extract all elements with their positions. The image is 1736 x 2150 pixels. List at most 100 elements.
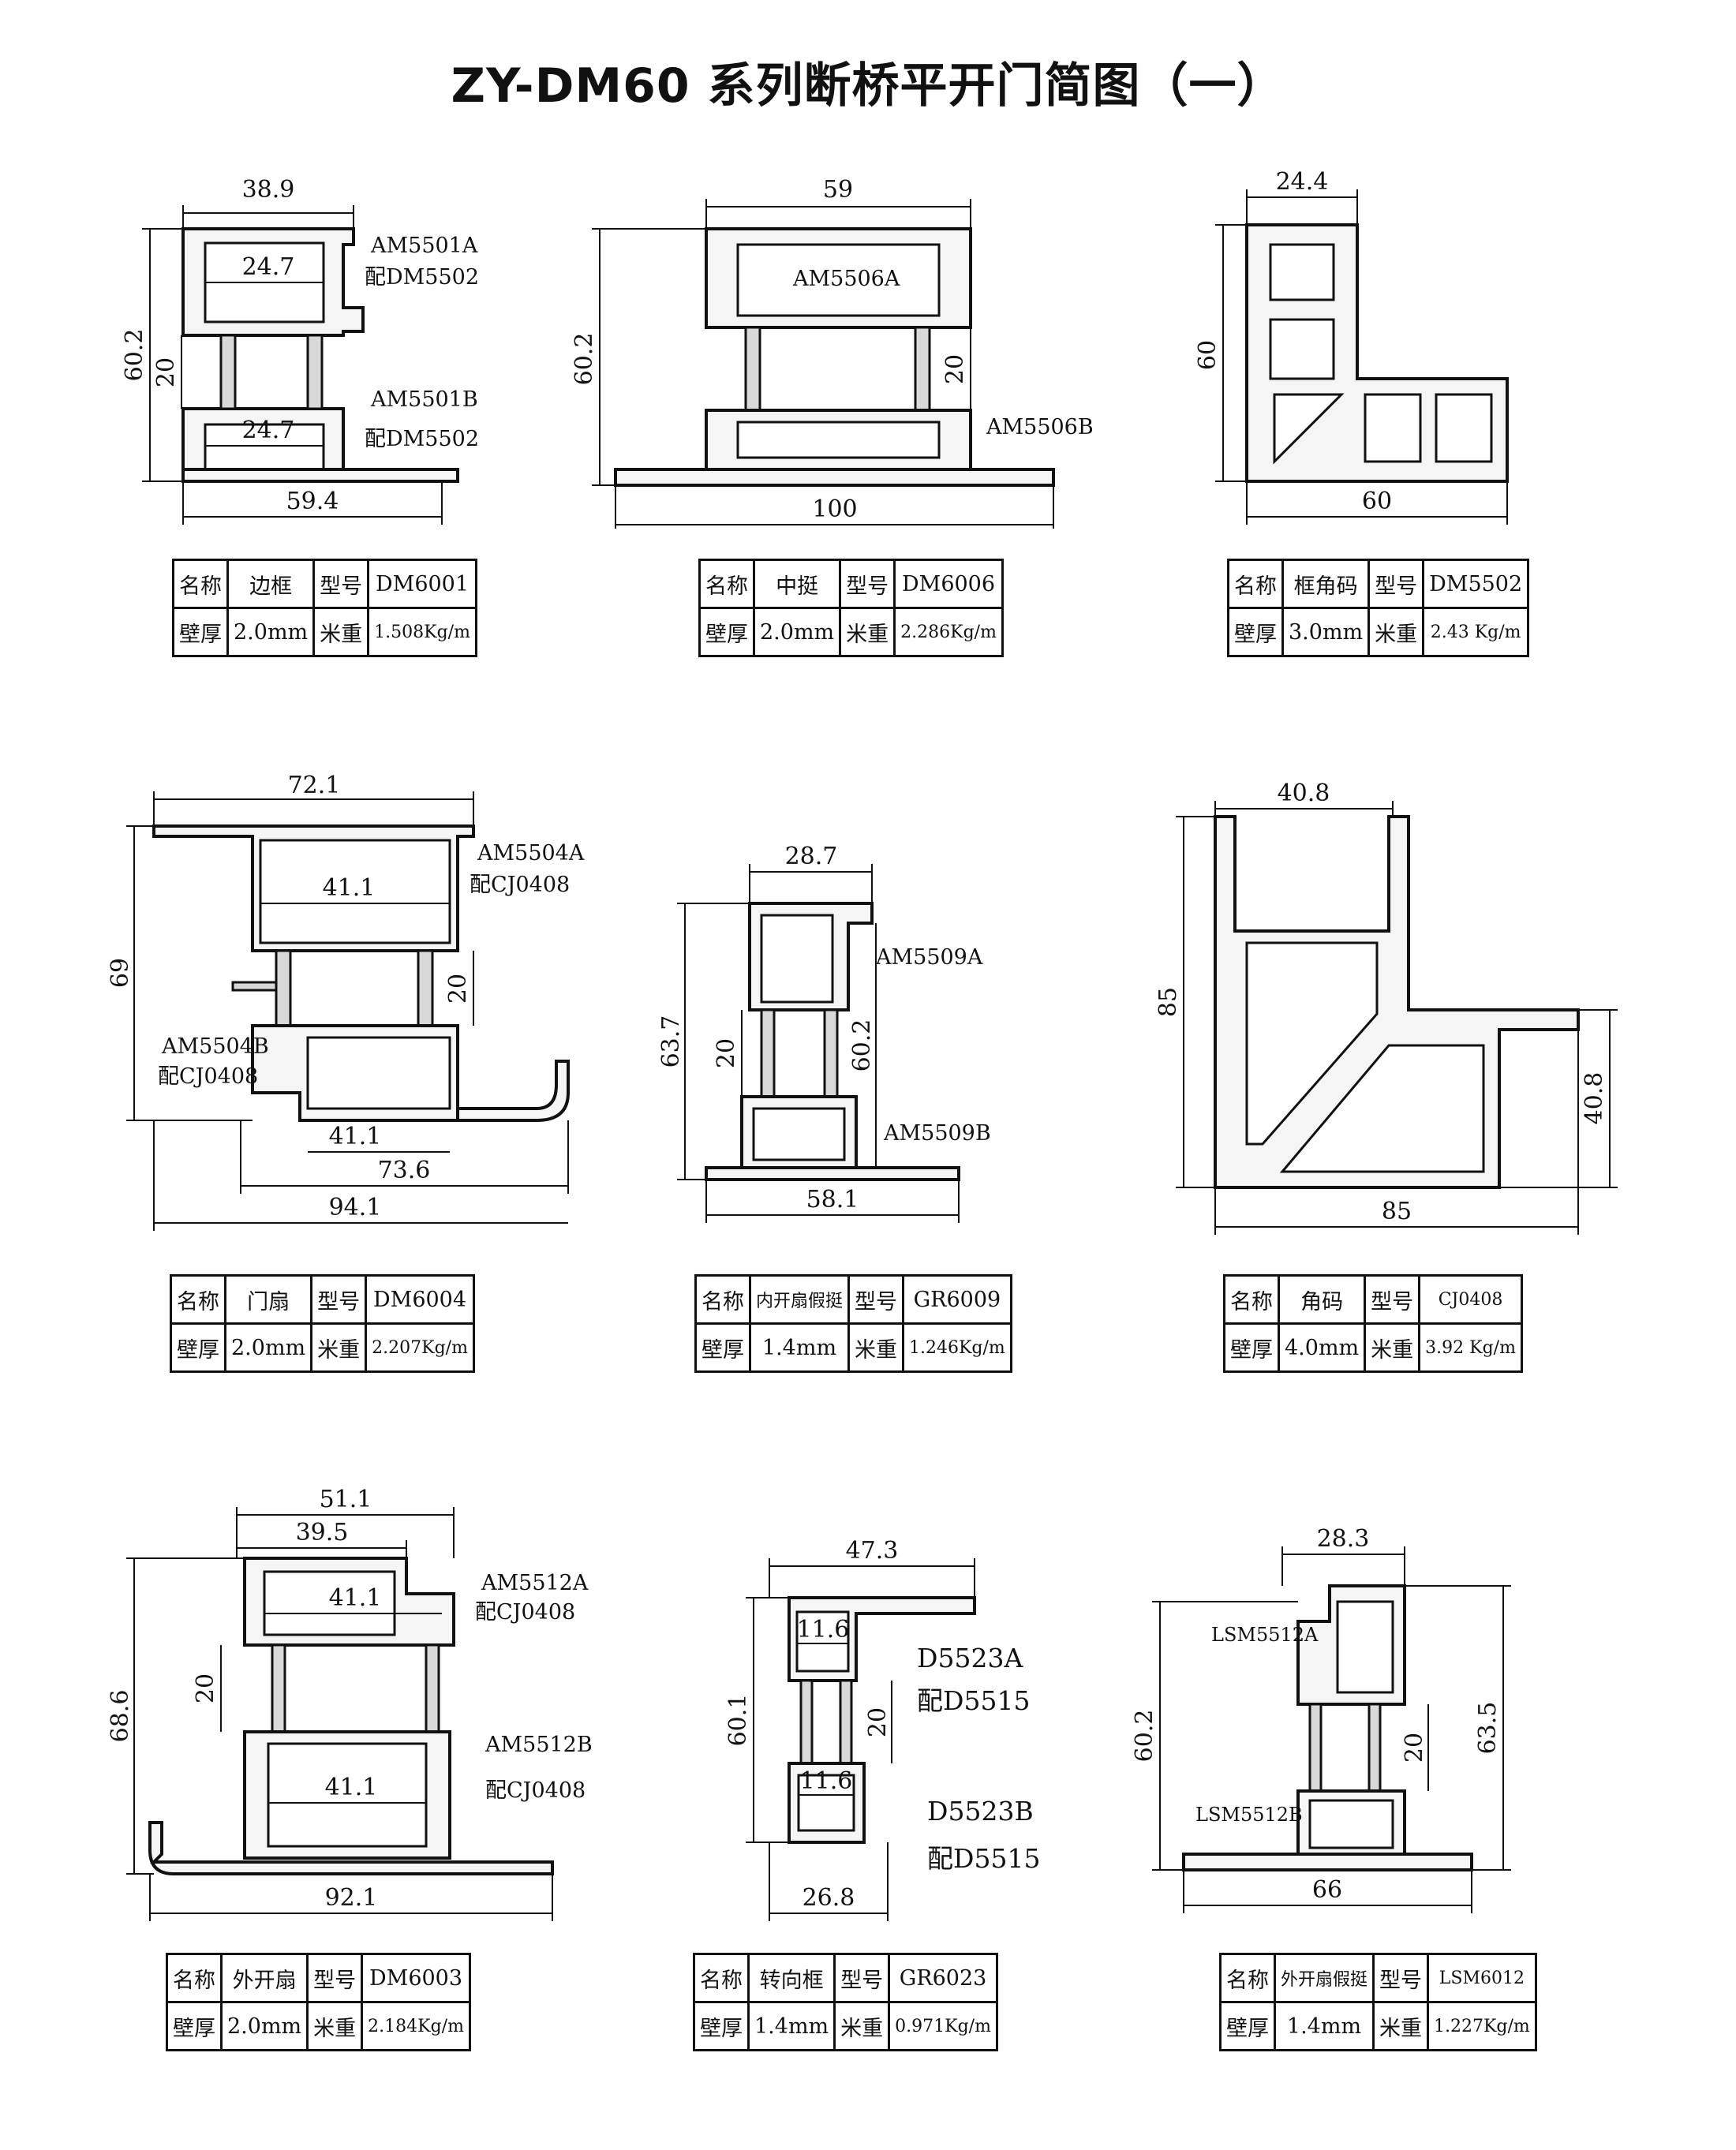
dim-mid: 20 — [444, 974, 472, 1004]
dim-top: 24.4 — [1276, 168, 1329, 196]
thickness-value: 1.4mm — [746, 2001, 836, 2051]
thickness-value: 2.0mm — [752, 607, 842, 657]
thickness-value: 2.0mm — [223, 1322, 313, 1373]
model-value: CJ0408 — [1418, 1274, 1523, 1325]
profile-lsm6012-drawing: 28.3 60.2 20 63.5 66 LSM5512A LSM5512B — [1131, 1525, 1511, 1913]
dim-t2: 39.5 — [296, 1519, 349, 1546]
weight-value: 0.971Kg/m — [888, 2001, 998, 2051]
model-label: 型号 — [833, 1953, 891, 2003]
thickness-label: 壁厚 — [698, 607, 755, 657]
profile-dm6003: 51.1 39.5 41.1 41.1 68.6 20 92.1 AM5512A… — [107, 1483, 593, 1925]
name-label: 名称 — [166, 1953, 223, 2003]
dim-inner2: 11.6 — [800, 1767, 853, 1795]
name-value: 外开扇 — [219, 1953, 309, 2003]
part-label: LSM5512A — [1211, 1624, 1319, 1646]
dim-top: 38.9 — [242, 176, 295, 204]
dim-inner2: 41.1 — [329, 1123, 382, 1150]
part-label: 配CJ0408 — [158, 1064, 258, 1089]
dim-inner2: 24.7 — [242, 417, 295, 444]
dim-left: 60.2 — [121, 329, 148, 382]
part-label: AM5509B — [883, 1121, 991, 1146]
dim-right: 63.5 — [1474, 1702, 1502, 1755]
name-label: 名称 — [1227, 559, 1284, 609]
profile-dm5502: 24.4 60 60 — [1194, 166, 1578, 529]
model-label: 型号 — [310, 1274, 368, 1325]
profile-dm6004-drawing: 72.1 41.1 41.1 69 20 73.6 94.1 AM5504A 配… — [107, 772, 585, 1231]
dim-right: 60.2 — [848, 1019, 876, 1072]
dim-left: 69 — [107, 958, 134, 988]
dim-left: 63.7 — [657, 1015, 685, 1068]
part-label: 配D5515 — [927, 1843, 1040, 1874]
dim-b2: 94.1 — [329, 1194, 382, 1221]
weight-label: 米重 — [1372, 2001, 1430, 2051]
name-label: 名称 — [1223, 1274, 1280, 1325]
dim-mid: 20 — [713, 1038, 740, 1068]
thickness-label: 壁厚 — [1223, 1322, 1280, 1373]
name-value: 边框 — [226, 559, 316, 609]
thickness-value: 2.0mm — [226, 607, 316, 657]
model-label: 型号 — [306, 1953, 364, 2003]
weight-value: 1.508Kg/m — [367, 607, 477, 657]
thickness-label: 壁厚 — [694, 1322, 751, 1373]
model-value: DM5502 — [1422, 559, 1530, 609]
dim-bottom: 100 — [812, 495, 857, 523]
dim-bottom: 92.1 — [325, 1884, 378, 1912]
name-value: 角码 — [1277, 1274, 1367, 1325]
dim-top: 28.3 — [1317, 1525, 1370, 1553]
weight-value: 2.207Kg/m — [365, 1322, 475, 1373]
weight-value: 3.92 Kg/m — [1418, 1322, 1523, 1373]
dim-mid: 20 — [192, 1673, 219, 1703]
weight-value: 1.227Kg/m — [1427, 2001, 1537, 2051]
dim-bottom: 66 — [1312, 1876, 1342, 1904]
part-label: AM5512B — [485, 1733, 593, 1757]
dim-inner1: 41.1 — [329, 1584, 382, 1612]
weight-value: 1.246Kg/m — [902, 1322, 1012, 1373]
part-label: 配CJ0408 — [475, 1600, 575, 1625]
dim-bottom: 59.4 — [286, 488, 339, 515]
thickness-label: 壁厚 — [1219, 2001, 1276, 2051]
dim-bottom: 85 — [1382, 1198, 1412, 1225]
model-value: DM6001 — [367, 559, 477, 609]
thickness-label: 壁厚 — [693, 2001, 750, 2051]
part-label: AM5504B — [161, 1034, 269, 1059]
dim-left: 60.1 — [724, 1694, 752, 1747]
weight-label: 米重 — [310, 1322, 368, 1373]
dim-inner1: 11.6 — [797, 1616, 850, 1643]
profile-dm6006: 59 AM5506A 60.2 20 100 AM5506B — [571, 166, 1113, 529]
profile-gr6009: 28.7 63.7 20 60.2 58.1 AM5509A AM5509B — [647, 843, 1026, 1239]
name-value: 转向框 — [746, 1953, 836, 2003]
part-label: 配DM5502 — [365, 265, 479, 290]
part-label: AM5512A — [481, 1571, 589, 1595]
weight-label: 米重 — [306, 2001, 364, 2051]
dim-left: 60.2 — [571, 333, 598, 386]
weight-label: 米重 — [1364, 1322, 1421, 1373]
profile-dm6004: 72.1 41.1 41.1 69 20 73.6 94.1 AM5504A 配… — [107, 769, 592, 1243]
model-value: DM6006 — [893, 559, 1004, 609]
part-label: AM5506A — [792, 267, 900, 291]
part-label: AM5501A — [370, 234, 478, 258]
name-label: 名称 — [170, 1274, 226, 1325]
profile-dm5502-drawing: 24.4 60 60 — [1194, 168, 1509, 525]
dim-top: 28.7 — [785, 843, 838, 870]
dim-mid: 20 — [864, 1707, 892, 1737]
thickness-value: 3.0mm — [1281, 607, 1371, 657]
dim-left: 85 — [1154, 987, 1182, 1017]
profile-dm6001-drawing: 38.9 24.7 24.7 60.2 20 59.4 AM5501A 配DM5… — [121, 176, 479, 525]
part-label: AM5509A — [875, 945, 983, 970]
part-label: 配CJ0408 — [485, 1778, 586, 1803]
name-label: 名称 — [1219, 1953, 1276, 2003]
profile-lsm6012: 28.3 60.2 20 63.5 66 LSM5512A LSM5512B — [1128, 1523, 1539, 1925]
thickness-label: 壁厚 — [170, 1322, 226, 1373]
model-value: DM6003 — [361, 1953, 471, 2003]
dim-right: 40.8 — [1581, 1072, 1608, 1125]
weight-label: 米重 — [839, 607, 896, 657]
dim-bottom: 26.8 — [803, 1884, 855, 1912]
dim-mid: 20 — [1401, 1733, 1428, 1763]
dim-inner2: 41.1 — [325, 1774, 378, 1801]
